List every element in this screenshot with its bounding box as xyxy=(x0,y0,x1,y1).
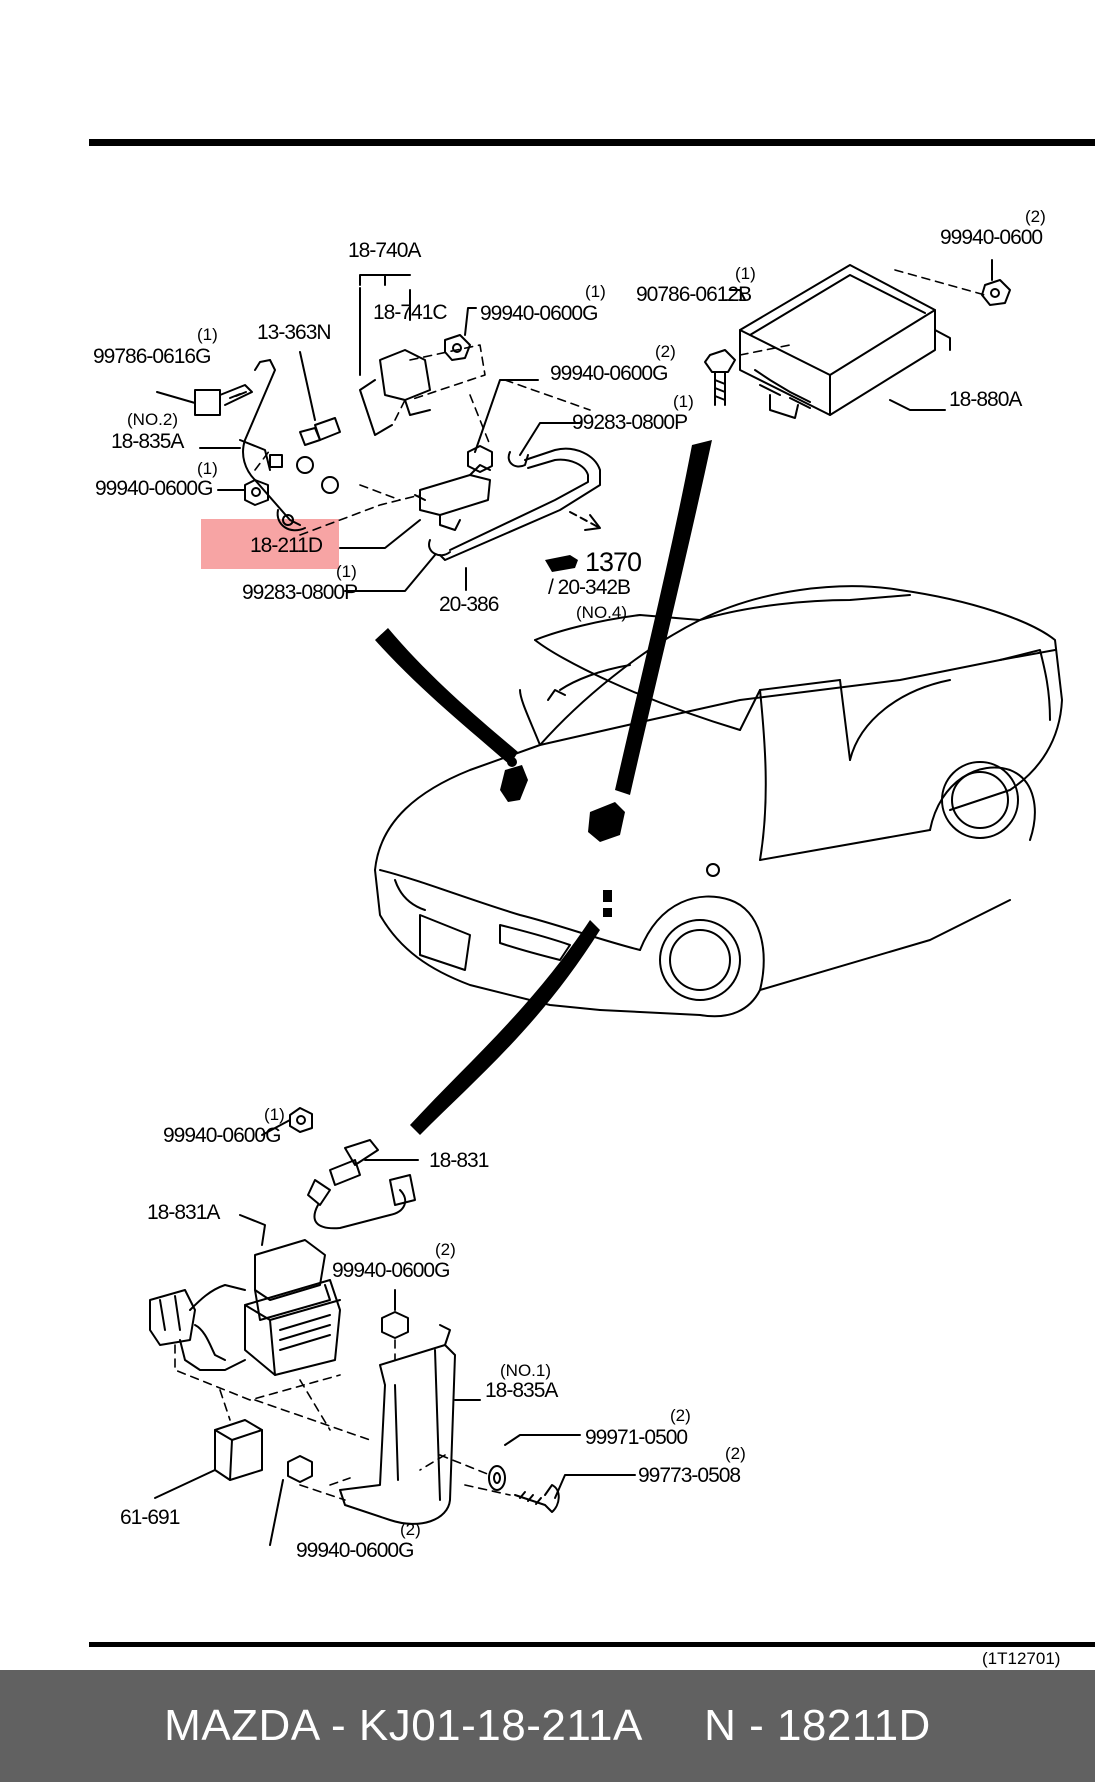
qty-99773-0508: (2) xyxy=(725,1444,746,1463)
label-99940-0600-top: 99940-0600 xyxy=(940,226,1043,249)
highlight-18-211D xyxy=(201,519,339,569)
label-18-835A-top: 18-835A xyxy=(111,430,184,453)
qty-99940-0600G-e: (2) xyxy=(435,1240,456,1259)
qty-99940-0600-top: (2) xyxy=(1025,207,1046,226)
parts-diagram xyxy=(149,259,1063,1546)
label-18-880A: 18-880A xyxy=(949,388,1022,411)
label-99283-0800P-b: 99283-0800P xyxy=(242,581,358,604)
qty-99786-0616G: (1) xyxy=(197,325,218,344)
qty-99971-0500: (2) xyxy=(670,1406,691,1425)
footer-bar: MAZDA - KJ01-18-211A N - 18211D xyxy=(0,1670,1095,1782)
label-18-831A: 18-831A xyxy=(147,1201,220,1224)
qty-99940-0600G-f: (2) xyxy=(400,1520,421,1539)
label-99940-0600G-e: 99940-0600G xyxy=(332,1259,450,1282)
qty-90786-0612B: (1) xyxy=(735,264,756,283)
label-99283-0800P-a: 99283-0800P xyxy=(572,411,688,434)
label-99786-0616G: 99786-0616G xyxy=(93,345,211,368)
qty-99283-0800P-a: (1) xyxy=(673,392,694,411)
qty-99940-0600G-d: (1) xyxy=(264,1105,285,1124)
qty-99940-0600G-c: (2) xyxy=(655,342,676,361)
label-99773-0508: 99773-0508 xyxy=(638,1464,741,1487)
label-99940-0600G-a: 99940-0600G xyxy=(480,302,598,325)
label-18-831: 18-831 xyxy=(429,1149,489,1172)
label-99940-0600G-f: 99940-0600G xyxy=(296,1539,414,1562)
label-99940-0600G-b: 99940-0600G xyxy=(95,477,213,500)
label-90786-0612B: 90786-0612B xyxy=(636,283,752,306)
bottom-rule xyxy=(89,1642,1095,1647)
label-1370: 1370 xyxy=(585,547,642,577)
label-18-741C: 18-741C xyxy=(373,301,448,324)
qty-99283-0800P-b: (1) xyxy=(336,562,357,581)
label-18-740A: 18-740A xyxy=(348,239,421,262)
footer-part-numbers: MAZDA - KJ01-18-211A N - 18211D xyxy=(164,1701,931,1750)
diagram-reference: (1T12701) xyxy=(982,1649,1061,1668)
top-rule xyxy=(89,139,1095,146)
label-99940-0600G-d: 99940-0600G xyxy=(163,1124,281,1147)
label-20-386: 20-386 xyxy=(439,593,499,616)
label-61-691: 61-691 xyxy=(120,1506,180,1529)
label-13-363N: 13-363N xyxy=(257,321,332,344)
label-99971-0500: 99971-0500 xyxy=(585,1426,688,1449)
label-18-211D: 18-211D xyxy=(250,534,323,557)
qty-99940-0600G-a: (1) xyxy=(585,282,606,301)
label-no4: (NO.4) xyxy=(576,603,627,622)
label-99940-0600G-c: 99940-0600G xyxy=(550,362,668,385)
qty-99940-0600G-b: (1) xyxy=(197,459,218,478)
label-no1: (NO.1) xyxy=(500,1361,551,1380)
label-20-342B: / 20-342B xyxy=(548,576,631,599)
label-no2: (NO.2) xyxy=(127,410,178,429)
label-18-835A-bot: 18-835A xyxy=(485,1379,558,1402)
